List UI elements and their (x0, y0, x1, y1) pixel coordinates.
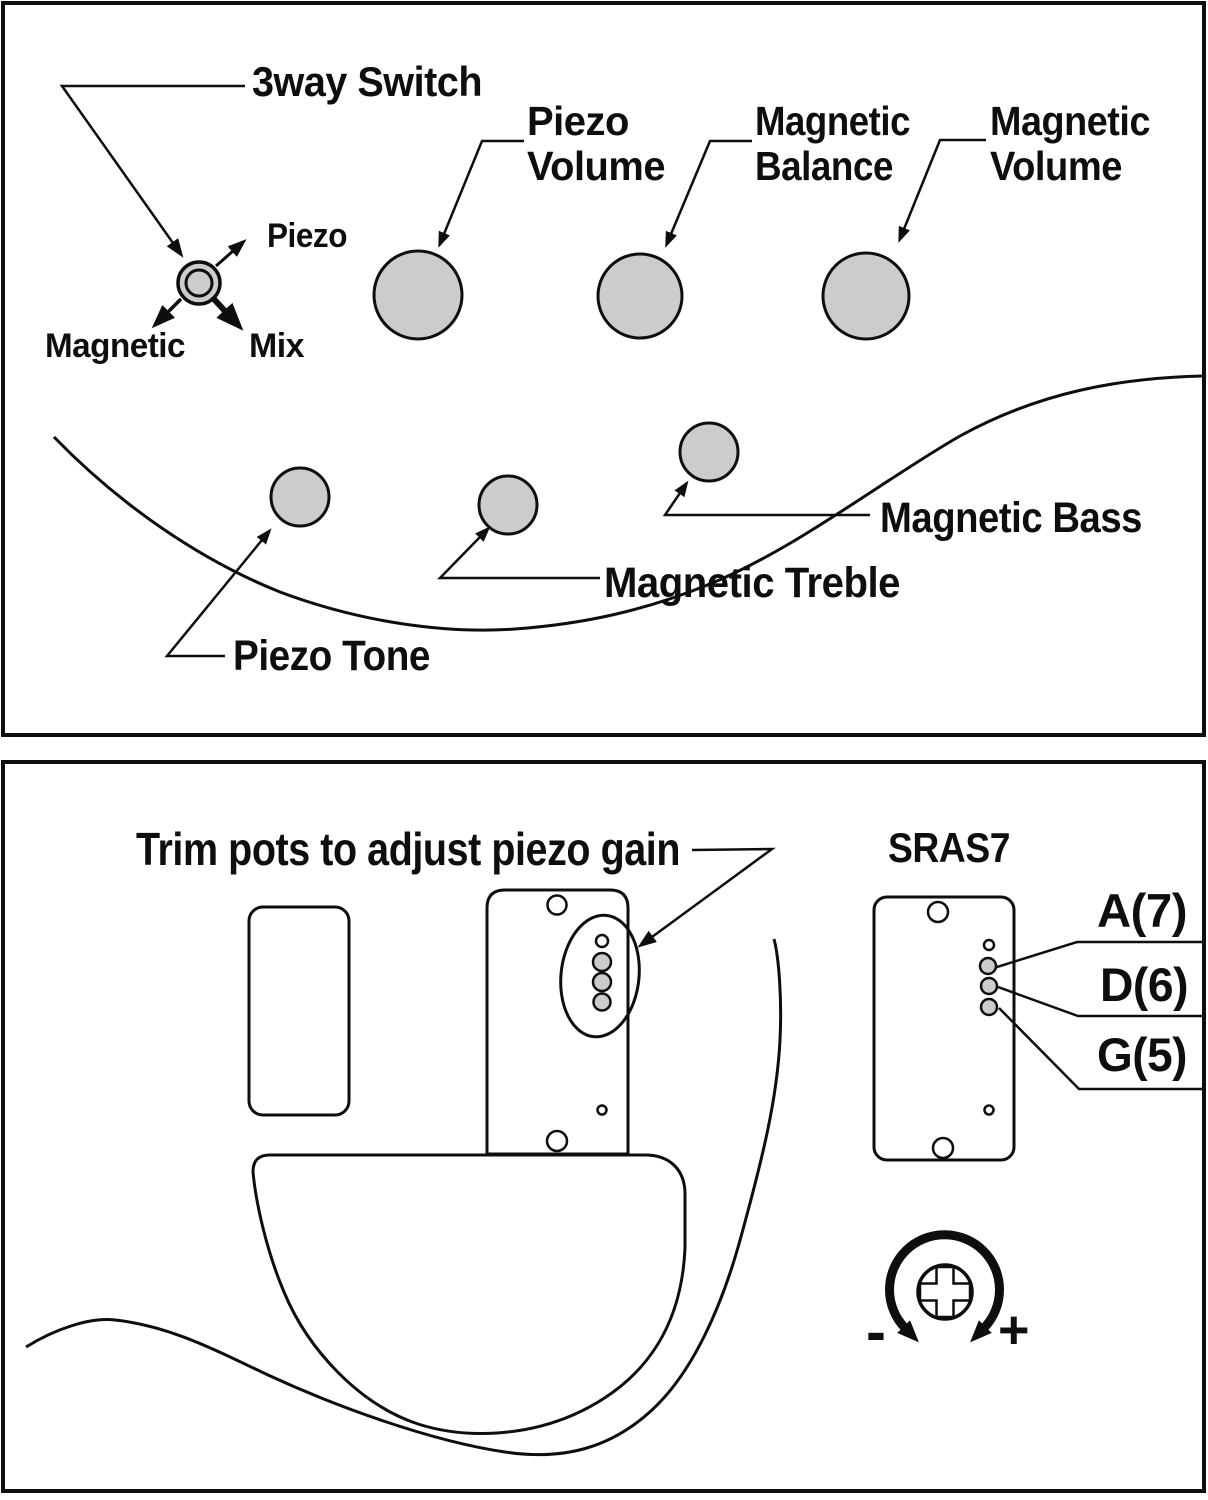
three-way-switch-inner (184, 268, 214, 298)
magnetic-treble-label: Magnetic Treble (604, 559, 900, 607)
leader-piezo-tone (164, 528, 272, 658)
sras7-trim-pot-d (979, 976, 999, 996)
bottom-panel: Trim pots to adjust piezo gain SRAS7 A(7… (1, 760, 1206, 1493)
leader-string-d (997, 985, 1205, 1018)
top-panel-border (1, 1, 1206, 737)
piezo-tone-label: Piezo Tone (233, 632, 430, 680)
arrow-switch-magnetic-icon (151, 297, 183, 329)
leader-string-a (996, 940, 1205, 969)
knob-magnetic-treble (477, 474, 539, 536)
neck-pickup (247, 905, 351, 1117)
bridge-pickup-screw-bottom (545, 1129, 569, 1153)
magnetic-volume-label-line1: Magnetic (990, 98, 1150, 144)
trim-pot-2 (591, 971, 613, 993)
top-panel: 3way Switch Piezo Magnetic Mix Piezo Vol… (1, 1, 1206, 737)
bridge-plate (251, 1153, 687, 1435)
switch-position-piezo: Piezo (267, 217, 347, 255)
leader-magnetic-balance (665, 139, 752, 248)
sras7-small-hole (983, 1104, 995, 1116)
sras7-screw-bottom (931, 1136, 955, 1160)
sras7-trim-pot-a (978, 956, 998, 976)
arrow-switch-mix-icon (209, 294, 244, 331)
magnetic-balance-label-line2: Balance (755, 143, 893, 189)
string-d-label: D(6) (1100, 958, 1188, 1011)
gain-increase-label: + (998, 1300, 1029, 1360)
piezo-volume-label-line2: Volume (527, 143, 665, 189)
string-a-label: A(7) (1097, 884, 1187, 937)
gain-decrease-label: - (866, 1298, 885, 1365)
trim-pot-hole (594, 933, 610, 949)
trim-pot-3 (592, 992, 612, 1012)
arrow-switch-piezo-icon (215, 239, 247, 268)
switch-position-magnetic: Magnetic (45, 327, 185, 365)
leader-piezo-volume (438, 139, 524, 248)
knob-piezo-tone (269, 466, 331, 528)
sras7-screw-top (926, 900, 950, 924)
screw-turn-arrow-icon (885, 1230, 1004, 1343)
trim-pot-1 (591, 951, 613, 973)
switch-label: 3way Switch (252, 58, 482, 105)
leader-3way-switch (59, 84, 245, 258)
trim-pots-highlight-ellipse (559, 913, 641, 1039)
leader-magnetic-treble (437, 526, 600, 580)
sras7-trim-pot-g (979, 997, 999, 1017)
magnetic-balance-label-line1: Magnetic (755, 98, 910, 144)
bridge-pickup (485, 888, 630, 1156)
bridge-pickup-screw-top (546, 894, 568, 916)
screw-phillips-cross-icon (918, 1265, 972, 1319)
sras7-trim-hole (982, 938, 996, 952)
knob-magnetic-volume (821, 251, 911, 341)
leader-magnetic-volume (898, 138, 986, 243)
bottom-panel-border (1, 760, 1206, 1493)
knob-magnetic-balance (596, 252, 684, 340)
leader-string-g (998, 1007, 1205, 1091)
magnetic-volume-label-line2: Volume (990, 143, 1122, 189)
bridge-pickup-small-hole (596, 1104, 608, 1116)
magnetic-bass-label: Magnetic Bass (880, 494, 1142, 542)
switch-position-mix: Mix (249, 327, 305, 365)
body-edge-curve-bottom (25, 938, 783, 1457)
body-edge-curve-top (52, 374, 1203, 632)
knob-piezo-volume (372, 249, 464, 341)
knob-magnetic-bass (678, 421, 740, 483)
leader-magnetic-bass (662, 480, 870, 517)
trim-pots-heading: Trim pots to adjust piezo gain (136, 823, 680, 875)
sras7-pickup (872, 895, 1016, 1162)
sras7-label: SRAS7 (888, 824, 1010, 871)
piezo-volume-label-line1: Piezo (527, 98, 629, 144)
string-g-label: G(5) (1097, 1028, 1187, 1081)
leader-trim-pots (637, 847, 776, 948)
